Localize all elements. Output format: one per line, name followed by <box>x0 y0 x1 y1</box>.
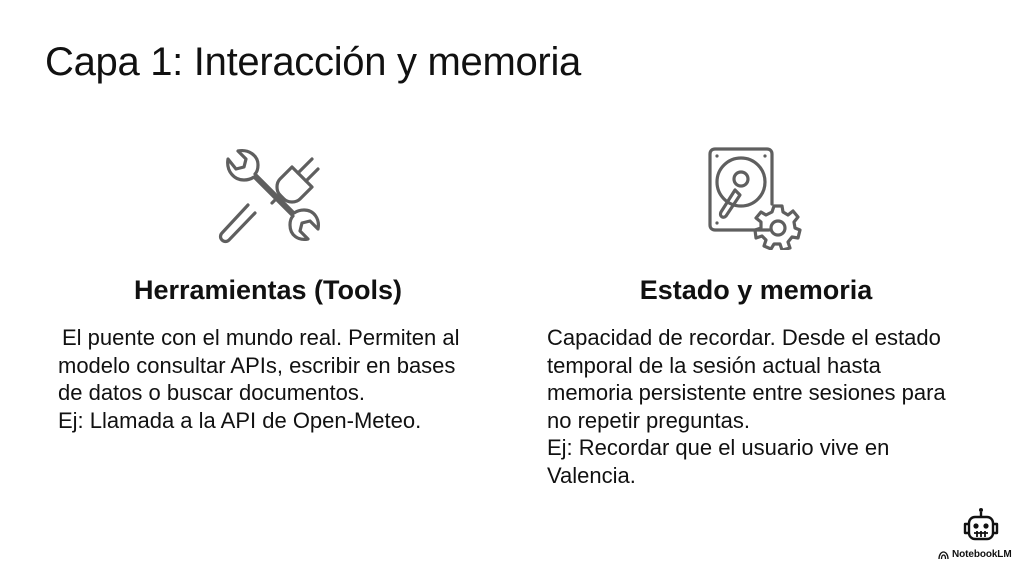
memory-example: Ej: Recordar que el usuario vive en <box>547 435 890 461</box>
memory-description: Capacidad de recordar. Desde el estado t… <box>547 324 977 490</box>
tools-description: El puente con el mundo real. Permiten al… <box>58 324 488 434</box>
memory-line-1: Capacidad de recordar. Desde el estado <box>547 325 941 350</box>
memory-line-3: memoria persistente entre sesiones para <box>547 380 946 406</box>
tools-line-2: modelo consultar APIs, escribir en bases <box>58 352 456 378</box>
memory-line-4: no repetir preguntas. <box>547 407 751 433</box>
wrench-plug-icon <box>214 147 324 249</box>
hard-disk-gear-icon <box>707 146 803 250</box>
memory-example-cont: Valencia. <box>547 462 636 488</box>
memory-line-2: temporal de la sesión actual hasta <box>547 352 881 378</box>
notebooklm-watermark: NotebookLM <box>934 507 1014 565</box>
brand-row: NotebookLM <box>938 549 1012 560</box>
notebooklm-logo-icon <box>938 550 949 559</box>
memory-heading: Estado y memoria <box>639 275 873 305</box>
slide-title: Capa 1: Interacción y memoria <box>45 40 581 84</box>
tools-line-1: El puente con el mundo real. Permiten al <box>62 325 460 350</box>
tools-line-3: de datos o buscar documentos. <box>58 380 365 406</box>
tools-heading: Herramientas (Tools) <box>133 275 403 305</box>
brand-label: NotebookLM <box>952 549 1012 560</box>
tools-example: Ej: Llamada a la API de Open-Meteo. <box>58 407 422 433</box>
robot-icon <box>962 507 1000 545</box>
